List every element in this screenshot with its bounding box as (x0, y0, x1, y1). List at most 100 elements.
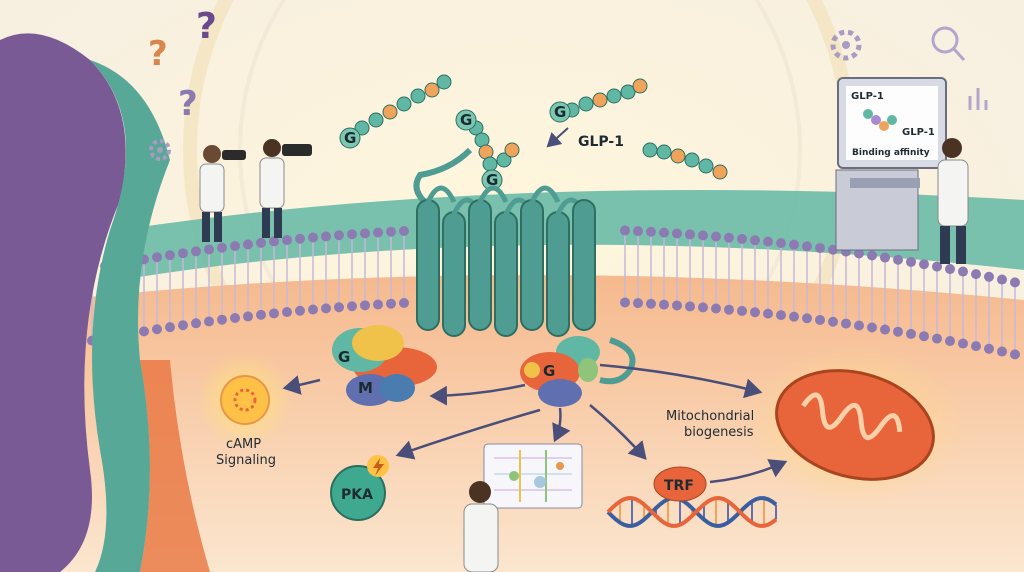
glp1-peptide-chain-1 (354, 74, 452, 136)
question-mark-icon: ? (196, 6, 217, 47)
glp1-arrow (546, 127, 569, 148)
lipid-head (997, 346, 1007, 357)
lipid-head (230, 313, 240, 324)
receptor-n-terminus (413, 147, 473, 208)
svg-text:G: G (554, 103, 566, 121)
pka-node: PKA (330, 465, 386, 521)
lipid-head (204, 244, 214, 255)
g-node: G (339, 127, 361, 149)
lipid-head (243, 311, 253, 322)
mito-label-line1: Mitochondrial (666, 409, 754, 424)
lipid-head (711, 303, 721, 314)
lipid-head (152, 324, 162, 335)
lipid-head (789, 239, 799, 250)
lipid-head (945, 264, 955, 275)
trf-node: TRF (653, 466, 707, 502)
receptor-helix (494, 211, 518, 337)
lipid-head (269, 236, 279, 247)
g-node: G (549, 101, 571, 123)
receptor-helix (546, 211, 570, 337)
lipid-head (750, 307, 760, 318)
lipid-head (243, 239, 253, 250)
camp-label-line2: Signaling (216, 453, 276, 468)
g-node: G (481, 169, 503, 191)
dna-strand (606, 496, 778, 528)
lightning-icon (367, 455, 389, 477)
lipid-head (802, 241, 812, 252)
arrow-trf-to-mitochondrion (709, 459, 788, 484)
lipid-head (282, 235, 292, 246)
lipid-head (971, 269, 981, 280)
lipid-head (867, 322, 877, 333)
peptide-bead (496, 152, 512, 168)
lipid-head (386, 298, 396, 309)
arrow-to-pka (395, 408, 541, 460)
svg-text:G: G (486, 171, 498, 189)
lipid-head (152, 252, 162, 263)
lipid-head (386, 226, 396, 237)
arrow-to-chart (552, 407, 571, 443)
lipid-head (308, 304, 318, 315)
lipid-head (139, 326, 149, 337)
lipid-head (841, 318, 851, 329)
dna-helix-icon (606, 496, 778, 528)
svg-text:TRF: TRF (664, 478, 694, 494)
peptide-bead (670, 148, 686, 164)
lipid-head (334, 230, 344, 241)
lipid-head (815, 242, 825, 253)
membrane-fold-inner (90, 60, 170, 572)
lipid-head (815, 314, 825, 325)
lipid-head (269, 308, 279, 319)
lipid-head (399, 297, 409, 308)
chart-icon (509, 471, 519, 481)
lipid-head (763, 236, 773, 247)
svg-text:M: M (358, 379, 373, 397)
receptor-loop (477, 185, 509, 204)
arrow-to-trf (589, 404, 647, 460)
lipid-head (971, 341, 981, 352)
lipid-head (659, 227, 669, 238)
peptide-bead (424, 82, 440, 98)
lipid-head (672, 228, 682, 239)
camp-label-line1: cAMP (226, 437, 261, 452)
computer-desk (835, 169, 919, 251)
peptide-bead (632, 78, 648, 94)
lipid-head (633, 226, 643, 237)
lipid-head (828, 316, 838, 327)
gear-icon (149, 139, 171, 161)
lipid-head (321, 231, 331, 242)
peptide-bead (684, 152, 700, 168)
membrane-fold-cytoplasm (140, 360, 210, 572)
mitochondrion (743, 345, 967, 505)
question-mark-icon: ? (148, 34, 168, 74)
lipid-head (724, 232, 734, 243)
lipid-head (789, 311, 799, 322)
camp-sun (197, 352, 293, 448)
pathway-chart-panel (483, 443, 583, 509)
glp1-peptide-chain-4 (642, 142, 728, 180)
lipid-head (906, 328, 916, 339)
scientist-binoculars-1 (199, 145, 246, 242)
lipid-head (997, 274, 1007, 285)
monitor-label-right: GLP-1 (902, 127, 935, 138)
keyboard (850, 178, 920, 188)
lipid-head (1010, 277, 1020, 288)
lipid-head (347, 301, 357, 312)
lipid-head (880, 252, 890, 263)
lipid-head (737, 305, 747, 316)
pathway-arrows (282, 363, 788, 484)
lipid-head (620, 225, 630, 236)
arrow-to-complex (429, 383, 526, 406)
receptor-c-terminus (599, 337, 636, 385)
peptide-bead (606, 88, 622, 104)
receptor-helix (442, 211, 466, 337)
chart-icon (968, 88, 988, 110)
peptide-bead (368, 112, 384, 128)
lipid-head (165, 322, 175, 333)
lipid-head (217, 242, 227, 253)
lipid-head (659, 299, 669, 310)
lipid-head (880, 324, 890, 335)
lipid-head (932, 261, 942, 272)
glp1-receptor (416, 185, 596, 337)
